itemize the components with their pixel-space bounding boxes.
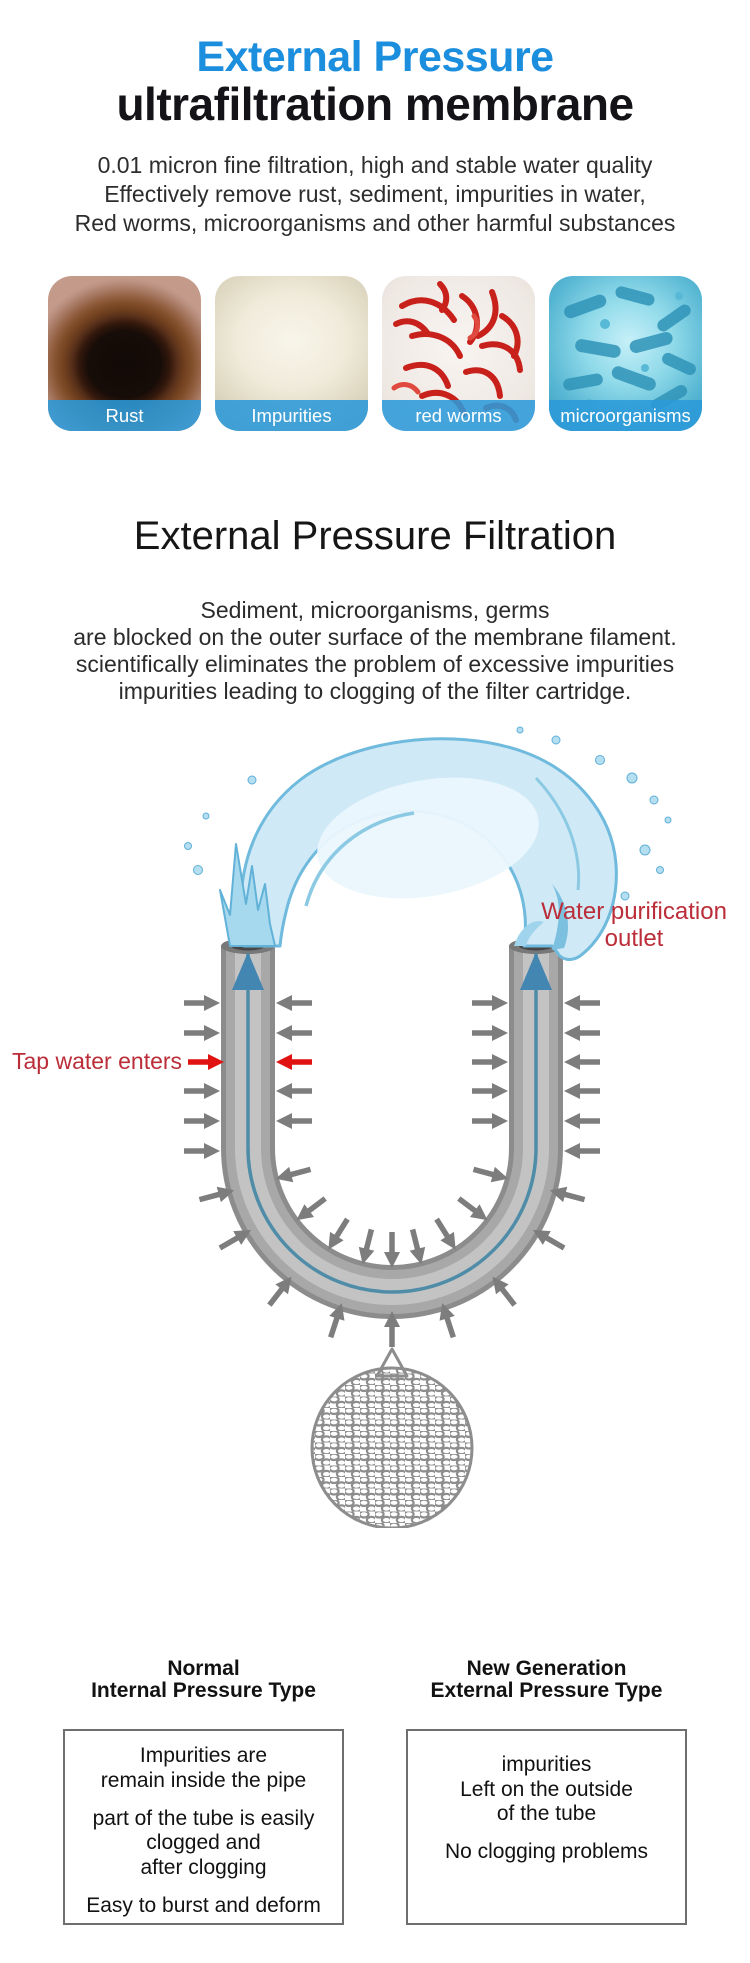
tile-microorganisms-label: microorganisms — [549, 400, 702, 432]
comparison-external-point: impurities Left on the outside of the tu… — [460, 1753, 633, 1825]
flow-arrow-icons — [232, 952, 552, 991]
outlet-label: Water purification outlet — [541, 898, 727, 953]
inlet-arrow-right-icon — [188, 1054, 224, 1070]
section-heading: External Pressure Filtration — [133, 514, 617, 559]
membrane-mesh-sphere — [310, 1347, 474, 1529]
tile-microorganisms: microorganisms — [549, 276, 702, 432]
tile-red-worms: red worms — [382, 276, 535, 432]
comparison-normal-heading: Normal Internal Pressure Type — [91, 1657, 316, 1703]
membrane-flow-line — [246, 946, 538, 1294]
tile-impurities-label: Impurities — [215, 400, 368, 432]
comparison-section: Normal Internal Pressure Type Impurities… — [0, 1657, 750, 1926]
membrane-diagram: Water purification outlet Tap water ente… — [0, 718, 750, 1529]
tile-rust: Rust — [48, 276, 201, 432]
section-description: Sediment, microorganisms, germs are bloc… — [73, 597, 677, 705]
comparison-normal-point: Impurities are remain inside the pipe — [100, 1744, 307, 1792]
header: External Pressure ultrafiltration membra… — [0, 0, 750, 238]
contaminant-tiles: Rust Impurities — [0, 276, 750, 432]
page-title-accent: External Pressure — [196, 33, 554, 81]
comparison-external-point: No clogging problems — [444, 1840, 649, 1864]
tile-rust-label: Rust — [48, 400, 201, 432]
comparison-normal-point: part of the tube is easily clogged and a… — [92, 1806, 315, 1879]
membrane-diagram-art — [0, 726, 672, 1529]
right-flow-arrow-icon — [520, 952, 552, 991]
filtration-section: External Pressure Filtration Sediment, m… — [0, 513, 750, 705]
header-subtitle: 0.01 micron fine filtration, high and st… — [74, 152, 676, 237]
microorganisms-art — [563, 286, 696, 412]
tile-red-worms-label: red worms — [382, 400, 535, 432]
water-splash — [184, 726, 672, 962]
comparison-external-column: New Generation External Pressure Type im… — [406, 1657, 687, 1926]
comparison-external-heading: New Generation External Pressure Type — [430, 1657, 663, 1703]
page-title: ultrafiltration membrane — [116, 78, 634, 131]
inlet-label: Tap water enters — [12, 1048, 183, 1075]
inlet-arrow-left-icon — [276, 1054, 312, 1070]
comparison-external-box: impurities Left on the outside of the tu… — [406, 1729, 687, 1926]
comparison-normal-box: Impurities are remain inside the pipe pa… — [63, 1729, 344, 1926]
comparison-normal-column: Normal Internal Pressure Type Impurities… — [63, 1657, 344, 1926]
comparison-normal-point: Easy to burst and deform — [86, 1893, 321, 1917]
left-flow-arrow-icon — [232, 952, 264, 991]
tile-impurities: Impurities — [215, 276, 368, 432]
